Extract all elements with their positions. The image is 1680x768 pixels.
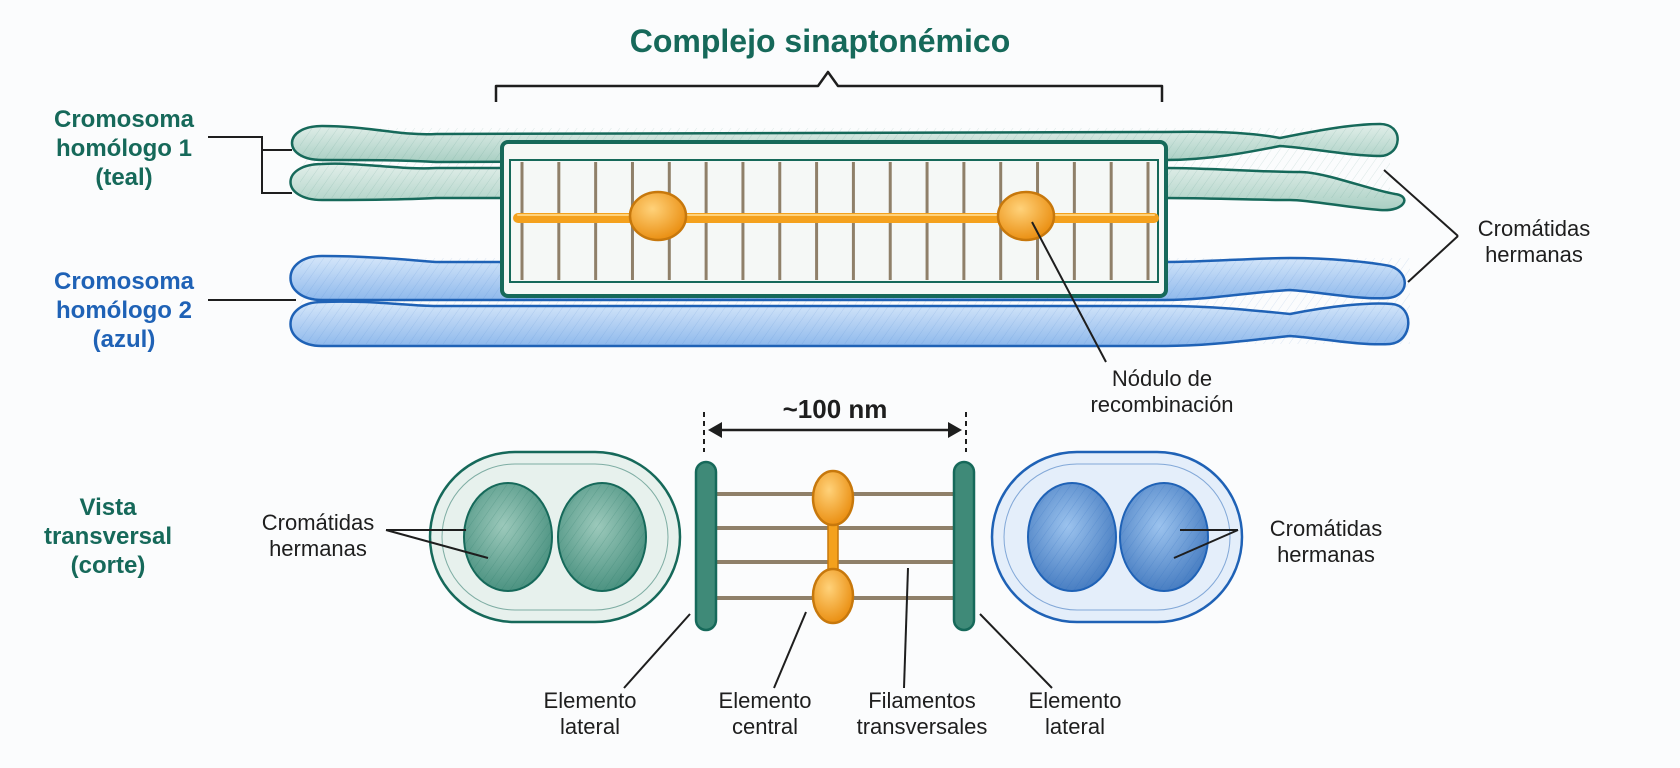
label-recomb-line2: recombinación — [1090, 392, 1234, 418]
cross-section-right — [990, 450, 1244, 624]
label-sister-chromatids-right: Cromátidas hermanas — [1270, 516, 1382, 569]
label-homolog-2-line3: (azul) — [92, 325, 156, 353]
label-transverse-filaments: Filamentos transversales — [857, 688, 988, 741]
cross-section-complex — [694, 460, 976, 632]
label-sister-chromatids-left: Cromátidas hermanas — [262, 510, 374, 563]
recombination-nodule-right — [996, 190, 1056, 242]
recomb-node-leader — [1031, 221, 1107, 363]
label-lateral-right-line1: Elemento — [1028, 688, 1122, 713]
label-homolog-1: Cromosoma homólogo 1 (teal) — [54, 106, 194, 192]
label-lateral-element-right: Elemento lateral — [1029, 688, 1122, 741]
label-recomb-line1: Nódulo de — [1111, 366, 1213, 391]
label-homolog-1-line1: Cromosoma — [53, 106, 195, 133]
central-element-node-bottom — [811, 567, 855, 625]
label-sister-right-line2: hermanas — [1277, 542, 1375, 568]
label-sister-right-line1: Cromátidas — [1269, 516, 1383, 541]
label-central-line2: central — [731, 714, 799, 740]
label-sister-top-line1: Cromátidas — [1477, 216, 1591, 241]
label-sister-left-line2: hermanas — [269, 536, 367, 562]
homolog-1-bracket — [208, 136, 292, 194]
label-sister-left-line1: Cromátidas — [261, 510, 375, 535]
sister-top-leaders — [1383, 169, 1459, 283]
recombination-nodule-left — [628, 190, 688, 242]
label-lateral-left-line2: lateral — [560, 714, 620, 740]
label-sister-top-line2: hermanas — [1485, 242, 1583, 268]
label-filaments-line1: Filamentos — [868, 688, 976, 713]
label-homolog-2-line1: Cromosoma — [53, 268, 195, 295]
measure-indicator — [703, 412, 967, 452]
bottom-leaders — [385, 529, 1239, 689]
lateral-element-right — [952, 460, 976, 632]
label-cross-view-line2: transversal — [43, 522, 173, 550]
label-measure: ~100 nm — [782, 394, 888, 424]
label-homolog-1-line2: homólogo 1 — [56, 134, 192, 162]
complex-bracket — [494, 70, 1164, 102]
label-lateral-left-line1: Elemento — [543, 688, 637, 713]
label-homolog-2-line2: homólogo 2 — [56, 296, 192, 324]
label-central-line1: Elemento — [718, 688, 812, 713]
label-lateral-right-line2: lateral — [1045, 714, 1105, 740]
cross-section-left — [428, 450, 682, 624]
label-filaments-line2: transversales — [856, 714, 988, 740]
label-cross-view-line1: Vista — [79, 494, 137, 521]
lateral-element-left — [694, 460, 718, 632]
label-cross-view: Vista transversal (corte) — [44, 494, 172, 580]
page-title: Complejo sinaptonémico — [629, 23, 1011, 59]
central-element-node-top — [811, 469, 855, 527]
label-lateral-element-left: Elemento lateral — [544, 688, 637, 741]
label-central-element: Elemento central — [719, 688, 812, 741]
label-cross-view-line3: (corte) — [70, 551, 146, 579]
label-homolog-2: Cromosoma homólogo 2 (azul) — [54, 268, 194, 354]
label-sister-chromatids-top: Cromátidas hermanas — [1478, 216, 1590, 269]
label-recombination-nodule: Nódulo de recombinación — [1090, 366, 1233, 419]
label-homolog-1-line3: (teal) — [95, 163, 153, 191]
